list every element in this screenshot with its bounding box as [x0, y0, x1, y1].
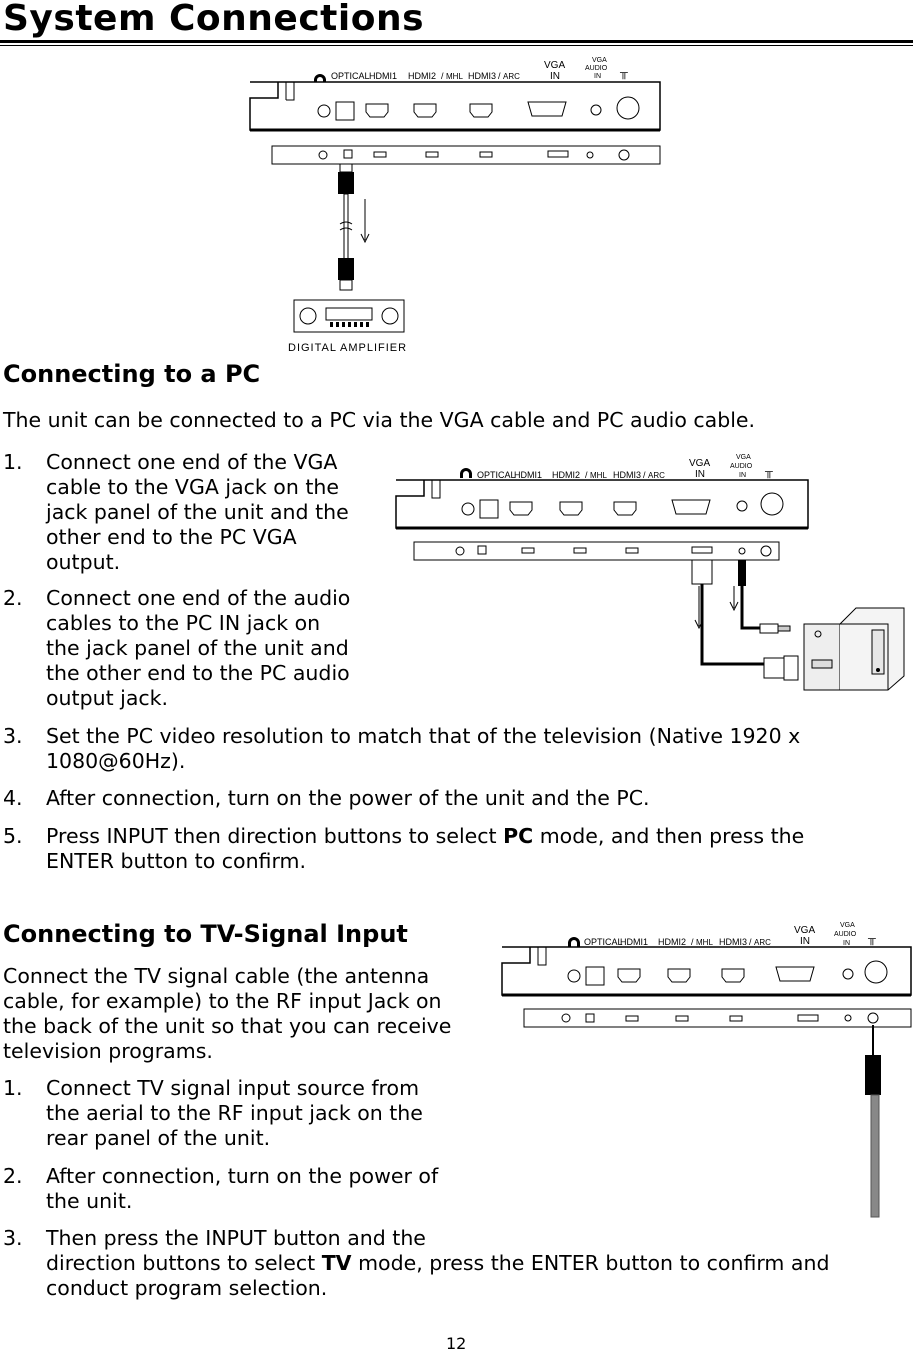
label-optical: OPTICAL [584, 937, 623, 947]
page-number: 12 [446, 1334, 467, 1353]
pc-connection-diagram: OPTICAL HDMI1 HDMI2 / MHL HDMI3 / ARC VG… [395, 454, 905, 691]
label-vga-audio-in: IN [594, 73, 601, 80]
label-hdmi2: HDMI2 [658, 937, 686, 947]
antenna-cable [865, 1025, 881, 1218]
label-vga: VGA [689, 458, 710, 469]
label-vga: VGA [544, 60, 565, 71]
label-mhl: MHL [696, 938, 713, 947]
svg-text:/: / [691, 937, 694, 947]
jack-panel: OPTICAL HDMI1 HDMI2 / MHL HDMI3 / ARC VG… [249, 57, 661, 165]
svg-text:/: / [498, 71, 501, 81]
pc-step-3-number: 3. [3, 724, 23, 748]
pc-step-2-number: 2. [3, 586, 23, 610]
title-rule-thick [0, 40, 913, 43]
label-hdmi2: HDMI2 [408, 71, 436, 81]
label-vga-in: IN [800, 936, 810, 947]
label-optical: OPTICAL [477, 470, 516, 480]
label-vga-audio: AUDIO [730, 463, 753, 470]
svg-text:/: / [441, 71, 444, 81]
label-vga: VGA [794, 925, 815, 936]
label-vga-audio: AUDIO [834, 931, 857, 938]
tv-heading: Connecting to TV-Signal Input [3, 920, 408, 948]
pc-step-4: After connection, turn on the power of t… [46, 786, 650, 810]
optical-cable [338, 163, 370, 291]
svg-text:/: / [749, 937, 752, 947]
label-vga-audio-vga: VGA [840, 922, 855, 929]
pc-step-4-number: 4. [3, 786, 23, 810]
label-hdmi1: HDMI1 [369, 71, 397, 81]
pc-heading: Connecting to a PC [3, 360, 261, 388]
svg-text:/: / [585, 470, 588, 480]
antenna-icon: ╥ [867, 933, 876, 946]
computer-icon [803, 607, 905, 691]
label-arc: ARC [648, 471, 665, 480]
tv-step-3: Then press the INPUT button and the dire… [46, 1226, 830, 1300]
title-rule-thin [0, 45, 913, 46]
svg-text:/: / [643, 470, 646, 480]
label-arc: ARC [503, 72, 520, 81]
label-hdmi1: HDMI1 [514, 470, 542, 480]
label-hdmi1: HDMI1 [620, 937, 648, 947]
tv-intro: Connect the TV signal cable (the antenna… [3, 964, 452, 1063]
label-vga-audio-in: IN [843, 940, 850, 947]
antenna-icon: ╥ [619, 67, 628, 80]
headphone-icon [460, 468, 472, 478]
jack-panel: OPTICAL HDMI1 HDMI2 / MHL HDMI3 / ARC VG… [501, 922, 912, 1028]
label-vga-audio: AUDIO [585, 65, 608, 72]
label-mhl: MHL [446, 72, 463, 81]
tv-step-2-number: 2. [3, 1164, 23, 1188]
headphone-icon [568, 937, 580, 947]
label-vga-in: IN [695, 469, 705, 480]
pc-step-1-number: 1. [3, 450, 23, 474]
tv-step-3-number: 3. [3, 1226, 23, 1250]
label-vga-audio-vga: VGA [592, 57, 607, 64]
label-hdmi3: HDMI3 [468, 71, 496, 81]
label-arc: ARC [754, 938, 771, 947]
vga-cable [691, 559, 799, 681]
antenna-icon: ╥ [764, 466, 773, 479]
jack-panel: OPTICAL HDMI1 HDMI2 / MHL HDMI3 / ARC VG… [395, 454, 809, 561]
optical-connection-diagram: OPTICAL HDMI1 HDMI2 / MHL HDMI3 / ARC VG… [249, 57, 661, 354]
pc-step-5-number: 5. [3, 824, 23, 848]
audio-cable [729, 560, 791, 634]
label-vga-audio-vga: VGA [736, 454, 751, 461]
label-mhl: MHL [590, 471, 607, 480]
label-hdmi2: HDMI2 [552, 470, 580, 480]
page-title: System Connections [3, 0, 424, 39]
label-vga-in: IN [550, 71, 560, 82]
pc-step-5: Press INPUT then direction buttons to se… [46, 824, 805, 873]
tv-signal-diagram: OPTICAL HDMI1 HDMI2 / MHL HDMI3 / ARC VG… [501, 922, 912, 1218]
label-vga-audio-in: IN [739, 472, 746, 479]
pc-intro: The unit can be connected to a PC via th… [3, 408, 756, 432]
tv-step-1-number: 1. [3, 1076, 23, 1100]
label-optical: OPTICAL [331, 71, 370, 81]
pc-step-3: Set the PC video resolution to match tha… [46, 724, 801, 773]
amplifier-label: DIGITAL AMPLIFIER [288, 342, 407, 354]
label-hdmi3: HDMI3 [613, 470, 641, 480]
label-hdmi3: HDMI3 [719, 937, 747, 947]
amplifier-icon [293, 299, 405, 333]
